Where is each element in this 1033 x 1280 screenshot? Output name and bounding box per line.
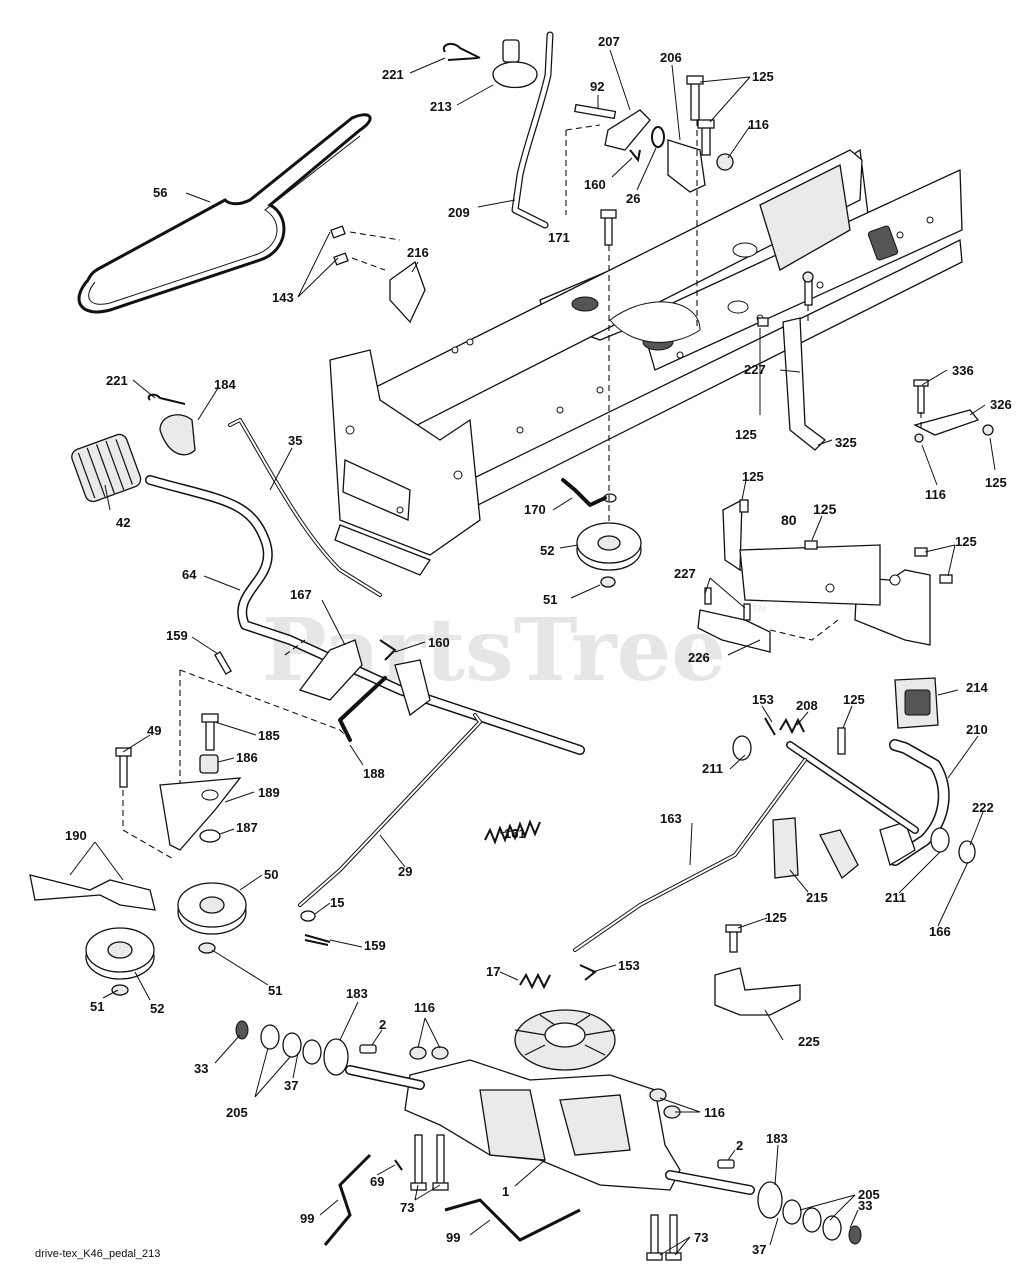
label-26: 26 [626, 191, 640, 206]
label-125-f: 125 [955, 534, 977, 549]
label-37-b: 37 [752, 1242, 766, 1257]
label-15: 15 [330, 895, 344, 910]
label-92: 92 [590, 79, 604, 94]
label-210: 210 [966, 722, 988, 737]
label-161: 161 [504, 826, 526, 841]
label-17: 17 [486, 964, 500, 979]
pedal-assembly-right [519, 677, 976, 1016]
right-brackets [697, 271, 994, 653]
label-211: 211 [702, 761, 723, 776]
label-35: 35 [288, 433, 302, 448]
label-99: 99 [300, 1211, 314, 1226]
transaxle [235, 1009, 862, 1261]
label-325: 325 [835, 435, 857, 450]
label-189: 189 [258, 785, 280, 800]
label-221-b: 221 [106, 373, 128, 388]
label-125: 125 [752, 69, 774, 84]
label-226: 226 [688, 650, 710, 665]
label-37: 37 [284, 1078, 298, 1093]
label-326: 326 [990, 397, 1012, 412]
label-187: 187 [236, 820, 258, 835]
label-167: 167 [290, 587, 312, 602]
label-213: 213 [430, 99, 452, 114]
label-143: 143 [272, 290, 294, 305]
label-116-b: 116 [925, 487, 946, 502]
label-216: 216 [407, 245, 429, 260]
label-51-b: 51 [268, 983, 282, 998]
label-116: 116 [748, 117, 769, 132]
label-190: 190 [65, 828, 87, 843]
label-171: 171 [548, 230, 570, 245]
label-116-c: 116 [414, 1000, 435, 1015]
label-183: 183 [346, 986, 368, 1001]
label-50: 50 [264, 867, 278, 882]
diagram-caption: drive-tex_K46_pedal_213 [35, 1248, 160, 1260]
center-pulley [561, 478, 642, 588]
label-206: 206 [660, 50, 682, 65]
label-207: 207 [598, 34, 620, 49]
label-1: 1 [502, 1184, 509, 1199]
label-183-b: 183 [766, 1131, 788, 1146]
frame [329, 148, 963, 576]
label-49: 49 [147, 723, 161, 738]
label-185: 185 [258, 728, 280, 743]
label-214: 214 [966, 680, 988, 695]
label-125-h: 125 [765, 910, 787, 925]
label-73: 73 [400, 1200, 414, 1215]
label-225: 225 [798, 1034, 820, 1049]
leader-lines [69, 49, 996, 1256]
top-parts [330, 31, 734, 555]
pedal-assembly-left [29, 393, 585, 996]
label-211-b: 211 [885, 890, 906, 905]
label-159: 159 [166, 628, 188, 643]
label-125-b: 125 [735, 427, 757, 442]
label-336: 336 [952, 363, 974, 378]
label-153: 153 [752, 692, 774, 707]
watermark-tm: TM [752, 604, 766, 615]
label-222: 222 [972, 800, 994, 815]
label-2: 2 [379, 1017, 386, 1032]
callout-labels: 221 213 209 92 207 206 125 116 160 26 17… [65, 34, 1012, 1257]
label-227: 227 [744, 362, 766, 377]
label-125-c: 125 [985, 475, 1007, 490]
label-99-b: 99 [446, 1230, 460, 1245]
label-2-b: 2 [736, 1138, 743, 1153]
label-80: 80 [781, 512, 797, 528]
label-160-b: 160 [428, 635, 450, 650]
label-56: 56 [153, 185, 167, 200]
label-52-b: 52 [150, 1001, 164, 1016]
label-160: 160 [584, 177, 606, 192]
label-33: 33 [194, 1061, 208, 1076]
label-163: 163 [660, 811, 682, 826]
label-33-b: 33 [858, 1198, 872, 1213]
label-153-b: 153 [618, 958, 640, 973]
belt-56 [77, 113, 372, 314]
label-227-b: 227 [674, 566, 696, 581]
label-170: 170 [524, 502, 546, 517]
label-125-d: 125 [742, 469, 764, 484]
label-29: 29 [398, 864, 412, 879]
label-64: 64 [182, 567, 197, 582]
label-166: 166 [929, 924, 951, 939]
label-186: 186 [236, 750, 258, 765]
label-159-b: 159 [364, 938, 386, 953]
label-125-g: 125 [843, 692, 865, 707]
label-42: 42 [116, 515, 130, 530]
label-208: 208 [796, 698, 818, 713]
label-184: 184 [214, 377, 236, 392]
label-215: 215 [806, 890, 828, 905]
label-209: 209 [448, 205, 470, 220]
label-69: 69 [370, 1174, 384, 1189]
label-188: 188 [363, 766, 385, 781]
label-125-e: 125 [813, 501, 837, 517]
label-221: 221 [382, 67, 404, 82]
label-51-c: 51 [90, 999, 104, 1014]
label-205: 205 [226, 1105, 248, 1120]
label-73-b: 73 [694, 1230, 708, 1245]
label-205-b: 205 [858, 1187, 880, 1202]
label-116-d: 116 [704, 1105, 725, 1120]
label-52: 52 [540, 543, 554, 558]
label-51: 51 [543, 592, 557, 607]
